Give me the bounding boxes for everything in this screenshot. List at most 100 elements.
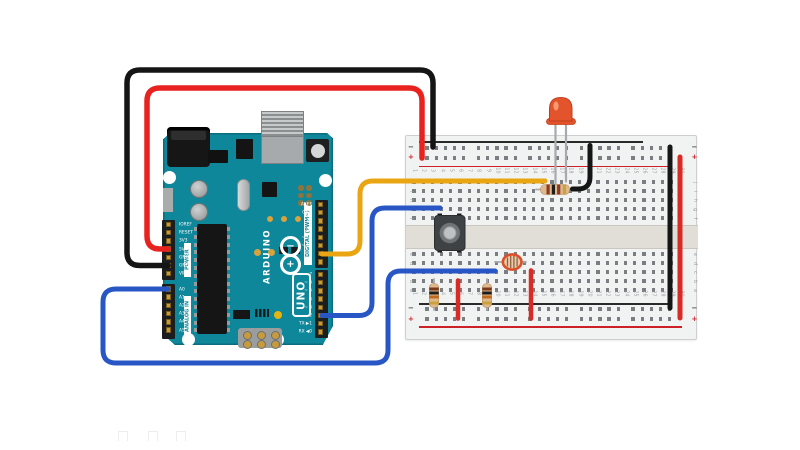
- breadboard-hole: [577, 198, 582, 202]
- breadboard-hole: [605, 288, 609, 292]
- breadboard-hole: [605, 189, 609, 193]
- header-pin[interactable]: [165, 229, 172, 236]
- rail-hole: [434, 317, 438, 321]
- header-pin[interactable]: [317, 312, 324, 319]
- breadboard-hole: [531, 252, 536, 256]
- header-pin[interactable]: [165, 238, 172, 244]
- breadboard-hole: [669, 207, 674, 211]
- column-label: 13: [522, 167, 528, 174]
- breadboard-hole: [623, 180, 628, 184]
- rail-hole: [443, 146, 448, 150]
- column-label: 18: [568, 290, 574, 297]
- breadboard-hole: [623, 279, 628, 283]
- breadboard-hole: [679, 279, 683, 283]
- header-pin[interactable]: [317, 234, 324, 241]
- header-pin[interactable]: [317, 209, 324, 216]
- header-pin[interactable]: [317, 320, 324, 327]
- breadboard-hole: [587, 261, 591, 265]
- breadboard-hole: [485, 216, 490, 220]
- column-label: 5: [448, 168, 455, 173]
- breadboard-hole: [421, 198, 425, 202]
- rail-hole: [486, 156, 490, 160]
- column-label: 19: [577, 167, 584, 174]
- breadboard-hole: [559, 189, 563, 193]
- breadboard-hole: [669, 270, 674, 274]
- header-pin[interactable]: [165, 310, 172, 317]
- breadboard-hole: [421, 189, 425, 193]
- row-label: g: [408, 207, 415, 212]
- row-label: d: [692, 261, 699, 266]
- header-pin[interactable]: [317, 279, 324, 286]
- chip-leg: [226, 320, 230, 325]
- header-pin[interactable]: [165, 246, 172, 252]
- header-pin[interactable]: [165, 221, 172, 228]
- column-label: 22: [605, 167, 611, 174]
- rail-hole: [425, 156, 429, 160]
- header-pin[interactable]: [317, 296, 324, 302]
- breadboard-hole: [467, 207, 471, 211]
- reset-button-cap[interactable]: [310, 143, 325, 158]
- breadboard-hole: [669, 216, 674, 220]
- header-pin[interactable]: [317, 242, 324, 249]
- header-pin[interactable]: [317, 250, 324, 257]
- breadboard-hole: [513, 189, 517, 193]
- header-pin[interactable]: [317, 226, 324, 232]
- header-pin[interactable]: [165, 319, 172, 325]
- header-pin[interactable]: [317, 271, 324, 278]
- rail-hole: [513, 307, 517, 311]
- breadboard-hole: [541, 216, 545, 220]
- rail-hole: [555, 317, 560, 321]
- rail-hole: [504, 307, 508, 311]
- column-label: 21: [596, 167, 602, 174]
- breadboard-hole: [633, 207, 637, 211]
- header-pin[interactable]: [317, 201, 324, 208]
- rail-hole: [616, 146, 620, 150]
- breadboard-hole: [651, 189, 655, 193]
- header-pin[interactable]: [165, 254, 172, 261]
- breadboard-hole: [495, 270, 499, 274]
- column-label: 9: [485, 291, 492, 296]
- rail-hole: [598, 156, 602, 160]
- header-pin[interactable]: [165, 270, 172, 277]
- breadboard-hole: [513, 261, 517, 265]
- rail-hole: [607, 156, 611, 160]
- header-pin[interactable]: [165, 262, 172, 269]
- header-pin[interactable]: [317, 288, 324, 294]
- header-pin[interactable]: [317, 304, 324, 311]
- column-label: 29: [669, 290, 676, 297]
- header-pin[interactable]: [165, 286, 172, 292]
- header-pin[interactable]: [317, 329, 324, 335]
- header-pin[interactable]: [317, 218, 324, 224]
- breadboard-hole: [550, 180, 554, 184]
- rail-hole: [579, 146, 584, 150]
- breadboard-hole: [605, 270, 609, 274]
- breadboard-hole: [669, 198, 674, 202]
- arduino-board[interactable]: DIGITAL (PWM~) POWER ANALOG IN: [162, 111, 333, 349]
- led-body[interactable]: [549, 96, 573, 122]
- breadboard-hole: [550, 189, 554, 193]
- breadboard-hole: [504, 198, 508, 202]
- column-label: 4: [439, 291, 446, 296]
- breadboard-hole: [513, 288, 517, 292]
- rail-hole: [668, 146, 672, 150]
- breadboard-hole: [587, 198, 591, 202]
- header-pin[interactable]: [165, 327, 172, 333]
- breadboard-hole: [559, 216, 563, 220]
- rail-hole: [631, 156, 635, 160]
- row-label: f: [408, 217, 415, 220]
- breadboard-hole: [522, 252, 527, 256]
- breadboard-hole: [467, 279, 471, 283]
- header-pin[interactable]: [317, 259, 324, 265]
- rail-hole: [443, 156, 448, 160]
- breadboard-hole: [559, 252, 563, 256]
- breadboard-hole: [633, 180, 637, 184]
- breadboard-hole: [439, 216, 444, 220]
- rail-hole: [528, 146, 532, 150]
- row-label: i: [692, 190, 699, 193]
- breadboard-hole: [614, 216, 619, 220]
- header-pin[interactable]: [165, 294, 172, 300]
- header-pin[interactable]: [165, 302, 172, 309]
- breadboard-hole: [577, 261, 582, 265]
- breadboard-hole: [559, 270, 563, 274]
